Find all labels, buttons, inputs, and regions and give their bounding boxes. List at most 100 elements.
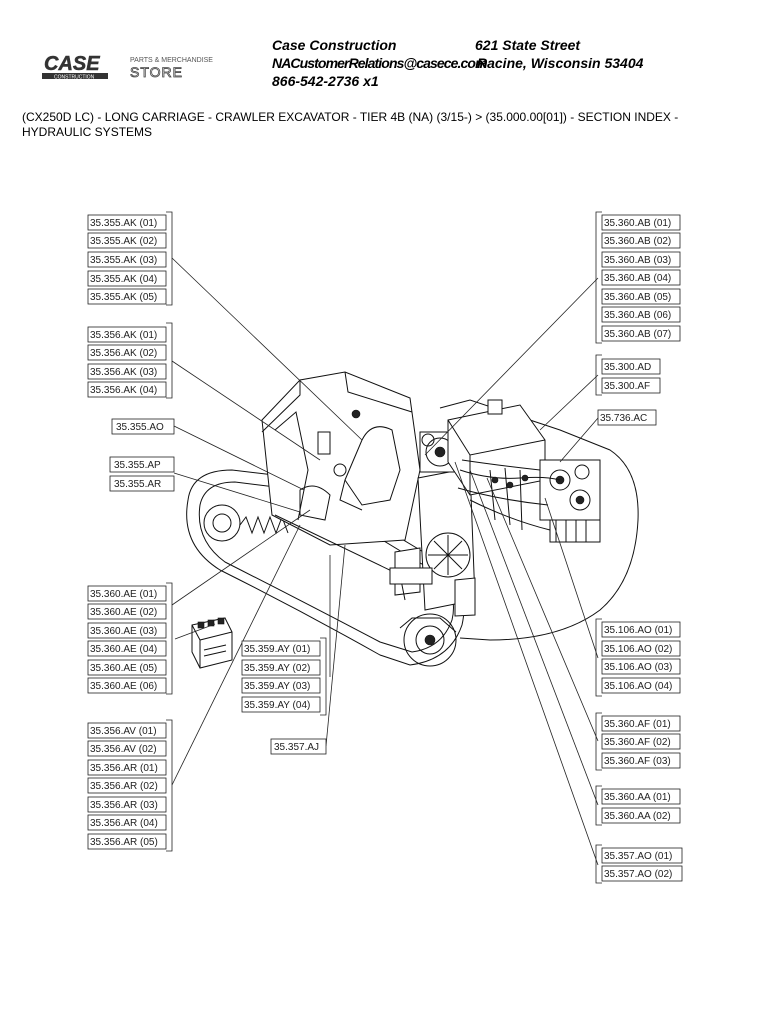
- callout-label[interactable]: 35.356.AR (03): [87, 796, 167, 813]
- callout-label[interactable]: 35.356.AK (02): [87, 344, 167, 361]
- hydraulic-pump: [539, 459, 601, 543]
- callout-label[interactable]: 35.357.AJ: [270, 738, 327, 755]
- callout-label[interactable]: 35.360.AF (03): [601, 752, 681, 769]
- callout-label[interactable]: 35.106.AO (03): [601, 658, 681, 675]
- svg-text:35.355.AK (01): 35.355.AK (01): [90, 218, 157, 229]
- callout-label[interactable]: 35.356.AR (01): [87, 759, 167, 776]
- store-logo: PARTS & MERCHANDISE STORE: [130, 57, 214, 80]
- callout-label[interactable]: 35.355.AP: [109, 456, 175, 473]
- logo-text: CASE: [44, 53, 100, 75]
- svg-text:35.355.AK (02): 35.355.AK (02): [90, 236, 157, 247]
- svg-text:35.356.AV (01): 35.356.AV (01): [90, 726, 157, 737]
- callout-label[interactable]: 35.355.AK (02): [87, 232, 167, 249]
- callout-label[interactable]: 35.359.AY (02): [241, 659, 321, 676]
- callout-label[interactable]: 35.356.AR (04): [87, 814, 167, 831]
- callout-label[interactable]: 35.360.AB (07): [601, 325, 681, 342]
- callout-label[interactable]: 35.360.AE (05): [87, 659, 167, 676]
- callout-label[interactable]: 35.360.AB (01): [601, 214, 681, 231]
- svg-text:35.356.AR (04): 35.356.AR (04): [90, 818, 158, 829]
- callout-label[interactable]: 35.355.AK (03): [87, 251, 167, 268]
- callout-label[interactable]: 35.300.AF: [601, 377, 661, 394]
- case-store-logo: CASE CONSTRUCTION PARTS & MERCHANDISE ST…: [42, 53, 214, 81]
- callout-label[interactable]: 35.360.AE (04): [87, 640, 167, 657]
- drive-sprocket: [403, 613, 457, 667]
- callout-label[interactable]: 35.360.AA (02): [601, 807, 681, 824]
- svg-text:35.359.AY (03): 35.359.AY (03): [244, 681, 310, 692]
- callout-label[interactable]: 35.356.AR (02): [87, 777, 167, 794]
- callout-label[interactable]: 35.360.AF (02): [601, 733, 681, 750]
- monitor: [317, 431, 331, 455]
- svg-text:35.360.AB (04): 35.360.AB (04): [604, 273, 671, 284]
- callout-group-35-736-ac: 35.736.AC: [597, 409, 657, 426]
- callout-label[interactable]: 35.356.AK (01): [87, 326, 167, 343]
- svg-text:35.356.AK (01): 35.356.AK (01): [90, 330, 157, 341]
- callout-label[interactable]: 35.360.AE (03): [87, 622, 167, 639]
- case-logo: CASE CONSTRUCTION: [42, 53, 110, 81]
- callout-label[interactable]: 35.106.AO (02): [601, 640, 681, 657]
- callout-group-35-360-aa: 35.360.AA (01) 35.360.AA (02): [595, 785, 681, 826]
- callout-label[interactable]: 35.355.AK (04): [87, 270, 167, 287]
- callout-label[interactable]: 35.356.AK (04): [87, 381, 167, 398]
- svg-text:35.360.AA (01): 35.360.AA (01): [604, 792, 671, 803]
- email-link[interactable]: NACustomerRelations@casece.com: [272, 55, 488, 71]
- callout-label[interactable]: 35.360.AB (04): [601, 269, 681, 286]
- callout-label[interactable]: 35.360.AE (01): [87, 585, 167, 602]
- svg-text:35.355.AK (05): 35.355.AK (05): [90, 292, 157, 303]
- frame-bracket: [389, 567, 433, 585]
- callout-label[interactable]: 35.360.AB (05): [601, 288, 681, 305]
- fan: [425, 532, 471, 578]
- callout-label[interactable]: 35.300.AD: [601, 358, 661, 375]
- callout-label[interactable]: 35.355.AR: [109, 475, 175, 492]
- callout-label[interactable]: 35.356.AK (03): [87, 363, 167, 380]
- callout-label[interactable]: 35.356.AV (02): [87, 740, 167, 757]
- callout-label[interactable]: 35.360.AB (03): [601, 251, 681, 268]
- callout-label[interactable]: 35.355.AK (05): [87, 288, 167, 305]
- svg-text:35.360.AE (02): 35.360.AE (02): [90, 607, 157, 618]
- svg-text:35.300.AD: 35.300.AD: [604, 362, 651, 373]
- callout-label[interactable]: 35.357.AO (02): [601, 865, 683, 882]
- callout-label[interactable]: 35.357.AO (01): [601, 847, 683, 864]
- callout-label[interactable]: 35.360.AA (01): [601, 788, 681, 805]
- svg-text:35.300.AF: 35.300.AF: [604, 381, 650, 392]
- company-name: Case Construction: [272, 37, 397, 53]
- callout-label[interactable]: 35.106.AO (04): [601, 677, 681, 694]
- callout-label[interactable]: 35.360.AB (06): [601, 306, 681, 323]
- svg-text:35.360.AF (03): 35.360.AF (03): [604, 756, 671, 767]
- store-text-top: PARTS & MERCHANDISE: [130, 57, 213, 64]
- callout-label[interactable]: 35.355.AO: [111, 418, 175, 435]
- rear-body-outline: [439, 399, 639, 641]
- leader-lines: [171, 257, 599, 866]
- idler-wheel: [203, 504, 241, 542]
- svg-text:35.355.AO: 35.355.AO: [116, 422, 164, 433]
- svg-text:35.356.AK (02): 35.356.AK (02): [90, 348, 157, 359]
- svg-text:35.360.AE (04): 35.360.AE (04): [90, 644, 157, 655]
- callout-label[interactable]: 35.360.AE (02): [87, 603, 167, 620]
- callout-label[interactable]: 35.360.AB (02): [601, 232, 681, 249]
- callout-label[interactable]: 35.736.AC: [597, 409, 657, 426]
- svg-text:35.360.AE (06): 35.360.AE (06): [90, 681, 157, 692]
- track-outline: [186, 469, 465, 666]
- svg-text:35.355.AP: 35.355.AP: [114, 460, 161, 471]
- callout-label[interactable]: 35.359.AY (03): [241, 677, 321, 694]
- callout-label[interactable]: 35.359.AY (04): [241, 696, 321, 713]
- svg-text:35.106.AO (02): 35.106.AO (02): [604, 644, 672, 655]
- callout-label[interactable]: 35.360.AF (01): [601, 715, 681, 732]
- callout-group-35-355-ak: 35.355.AK (01) 35.355.AK (02) 35.355.AK …: [87, 211, 173, 306]
- callout-group-35-360-ab: 35.360.AB (01) 35.360.AB (02) 35.360.AB …: [595, 211, 681, 344]
- callout-label[interactable]: 35.356.AR (05): [87, 833, 167, 850]
- callout-label[interactable]: 35.106.AO (01): [601, 621, 681, 638]
- svg-text:35.356.AK (03): 35.356.AK (03): [90, 367, 157, 378]
- svg-text:35.359.AY (04): 35.359.AY (04): [244, 700, 310, 711]
- svg-text:35.360.AB (07): 35.360.AB (07): [604, 329, 671, 340]
- svg-text:35.360.AB (02): 35.360.AB (02): [604, 236, 671, 247]
- callout-label[interactable]: 35.359.AY (01): [241, 640, 321, 657]
- callout-label[interactable]: 35.360.AE (06): [87, 677, 167, 694]
- svg-text:35.360.AE (05): 35.360.AE (05): [90, 663, 157, 674]
- callout-group-35-356-ak: 35.356.AK (01) 35.356.AK (02) 35.356.AK …: [87, 322, 173, 399]
- svg-text:35.360.AB (03): 35.360.AB (03): [604, 255, 671, 266]
- callout-label[interactable]: 35.355.AK (01): [87, 214, 167, 231]
- street-address: 621 State Street: [475, 37, 581, 53]
- callout-group-35-355-ap: 35.355.AP 35.355.AR: [109, 456, 175, 492]
- callout-label[interactable]: 35.356.AV (01): [87, 722, 167, 739]
- svg-text:35.360.AE (01): 35.360.AE (01): [90, 589, 157, 600]
